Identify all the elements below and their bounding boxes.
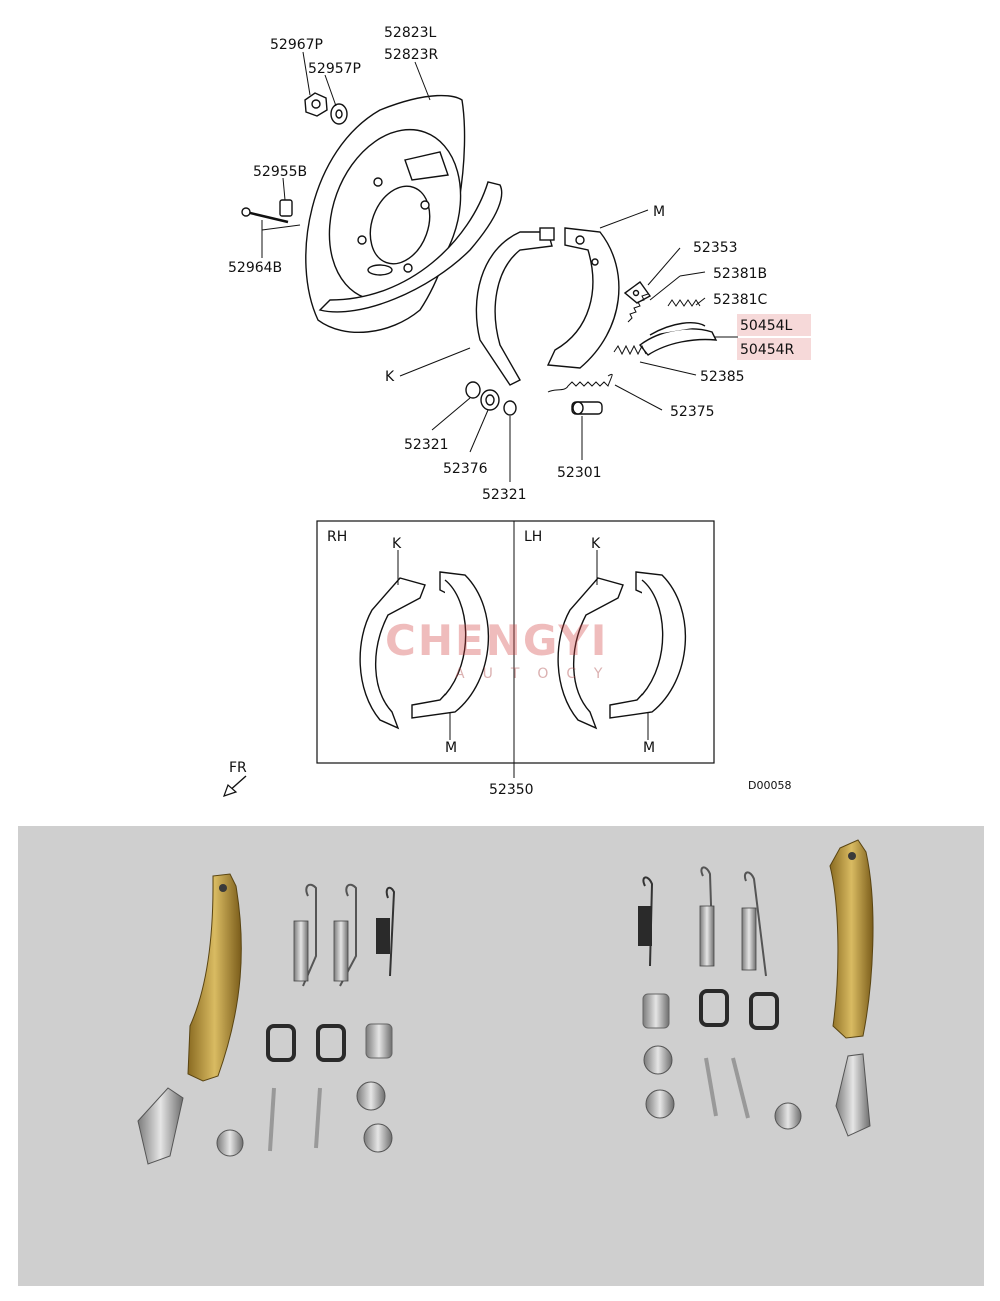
label-m-top: M [653,204,665,220]
lh-shoe-k [557,577,624,730]
lh-shoe-m [609,571,687,719]
right-retainer-cups [643,1045,675,1119]
label-52381c: 52381C [713,292,768,308]
rh-shoe-k [359,577,426,730]
left-pins [268,1087,322,1152]
label-52353: 52353 [693,240,738,256]
label-k-lh: K [591,536,601,552]
left-springs [293,883,396,987]
diagram-code: D00058 [748,779,791,792]
label-50454l: 50454L [740,318,793,334]
left-hold-down-springs [266,1023,393,1062]
brake-shoe-set-box [316,520,715,778]
label-52823r: 52823R [384,47,439,63]
right-springs [638,866,767,977]
label-fr: FR [229,760,247,776]
nut [304,92,328,117]
front-arrow-icon [223,775,247,797]
adjuster [571,401,603,415]
hold-down-cup [279,199,293,217]
brake-shoe-m [546,227,620,369]
label-k-top: K [385,369,395,385]
leader-lines [261,51,738,482]
left-adjuster-lever [187,873,242,1082]
watermark: CHENGYI [385,616,608,665]
backing-plate [305,94,503,333]
right-pins [704,1057,750,1119]
label-52381b: 52381B [713,266,767,282]
label-52350: 52350 [489,782,534,798]
label-50454r: 50454R [740,342,795,358]
label-52321-b: 52321 [482,487,527,503]
right-hold-down-springs [642,989,779,1030]
spring-52375 [547,373,613,393]
label-rh: RH [327,529,347,545]
label-52955b: 52955B [253,164,307,180]
label-k-rh: K [392,536,402,552]
label-52964b: 52964B [228,260,282,276]
washer [330,103,348,125]
label-m-rh: M [445,740,457,756]
label-52321-a: 52321 [404,437,449,453]
label-52957p: 52957P [308,61,361,77]
adjuster-lever [639,322,718,356]
label-52301: 52301 [557,465,602,481]
highlight-50454l [737,314,811,336]
spring-52385 [613,344,647,356]
label-52375: 52375 [670,404,715,420]
adjuster-wheel [480,389,500,411]
right-adjuster-screw [774,1053,871,1137]
spring-52381c [667,299,701,307]
label-m-lh: M [643,740,655,756]
spring-bracket [623,281,652,304]
brake-shoe-k [475,227,555,386]
label-lh: LH [524,529,542,545]
label-52385: 52385 [700,369,745,385]
parts-diagram: 52967P 52957P 52823L 52823R 52955B 52964… [223,25,811,798]
small-washer-a [465,381,481,399]
left-adjuster-screw [137,1087,244,1165]
left-retainer-cups [356,1081,393,1153]
rh-shoe-m [411,571,490,719]
label-52967p: 52967P [270,37,323,53]
spring-52381b [627,293,649,323]
hold-down-pin [241,207,289,224]
right-adjuster-lever [829,839,874,1039]
label-52823l: 52823L [384,25,437,41]
label-52376: 52376 [443,461,488,477]
small-washer-b [503,400,517,416]
product-photo [18,826,984,1286]
highlight-50454r [737,338,811,360]
watermark-sub: AUTOCY [455,666,620,682]
